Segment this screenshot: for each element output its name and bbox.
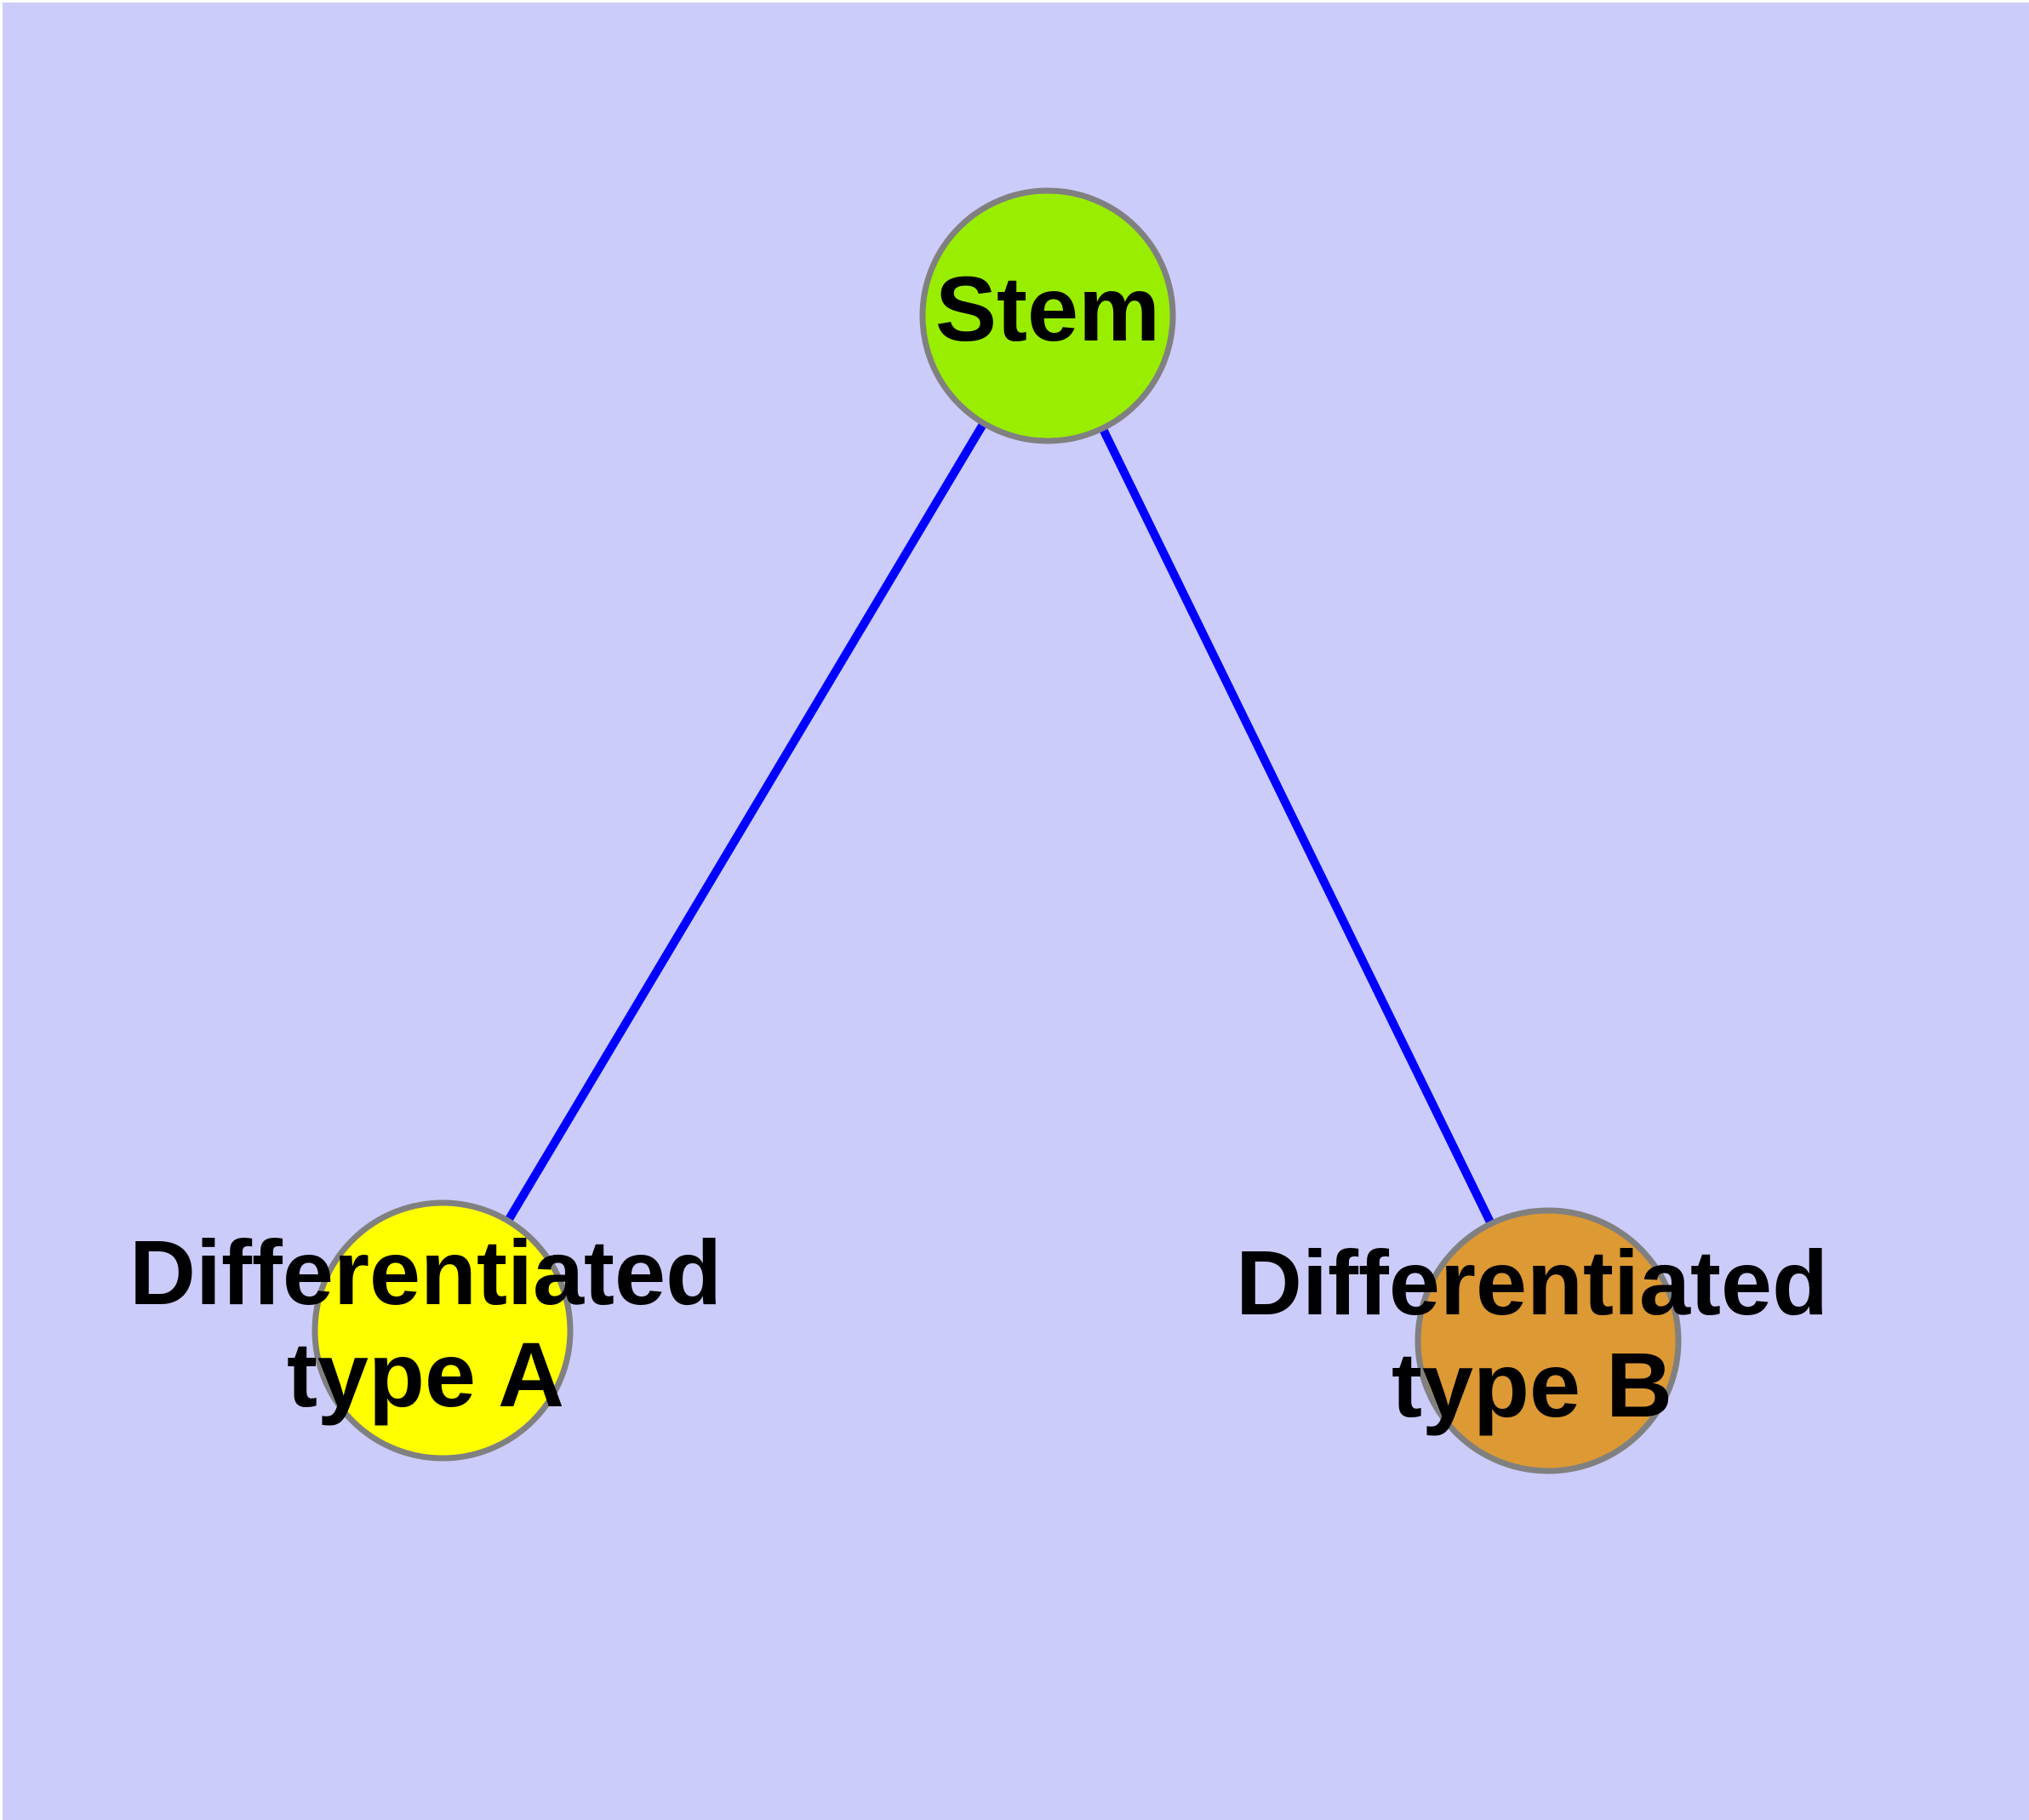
graph-edge-stem-to-diff_a: [503, 419, 989, 1225]
graph-node-diff_b[interactable]: [1415, 1207, 1682, 1474]
edges-group: [503, 419, 1496, 1228]
nodes-group: [311, 187, 1682, 1474]
graph-node-label-line: type A: [287, 1323, 564, 1426]
graph-node-label-line: Differentiated: [129, 1221, 722, 1324]
graph-node-diff_a[interactable]: [311, 1199, 574, 1462]
graph-node-label-line: Stem: [935, 257, 1160, 360]
graph-node-label-line: type B: [1392, 1333, 1672, 1436]
graph-node-label-line: Differentiated: [1236, 1231, 1828, 1334]
graph-node-stem[interactable]: [919, 187, 1176, 444]
graph-edge-stem-to-diff_b: [1098, 425, 1496, 1228]
graph-node-label-stem: Stem: [935, 257, 1160, 360]
